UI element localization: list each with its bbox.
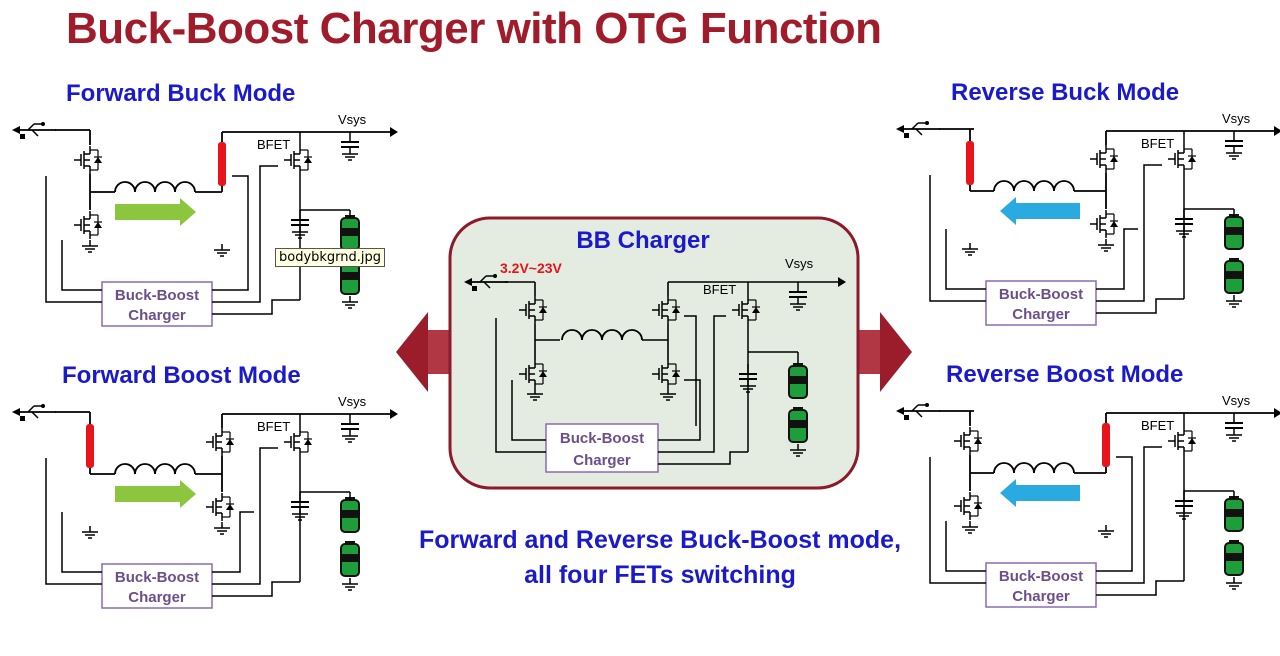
right-arrow-icon	[858, 312, 912, 392]
left-arrow-icon	[396, 312, 450, 392]
bfet-label: BFET	[1141, 418, 1174, 433]
charger-label-2: Charger	[1012, 306, 1070, 323]
vsys-label: Vsys	[1222, 393, 1251, 408]
vsys-label: Vsys	[338, 112, 367, 127]
center-bfet-label: BFET	[703, 282, 736, 297]
forward-boost-mode-label: Forward Boost Mode	[62, 362, 301, 389]
charger-label-1: Buck-Boost	[115, 569, 199, 586]
caption-line-1: Forward and Reverse Buck-Boost mode,	[418, 526, 902, 554]
center-charger-label-2: Charger	[573, 452, 631, 469]
bfet-label: BFET	[257, 137, 290, 152]
bfet-label: BFET	[257, 419, 290, 434]
charger-label-1: Buck-Boost	[115, 287, 199, 304]
bfet-label: BFET	[1141, 136, 1174, 151]
voltage-range-label: 3.2V~23V	[500, 260, 563, 276]
bb-charger-title: BB Charger	[576, 227, 709, 254]
vsys-label: Vsys	[1222, 111, 1251, 126]
page-title: Buck-Boost Charger with OTG Function	[66, 4, 882, 53]
filename-tooltip: bodybkgrnd.jpg	[275, 248, 386, 267]
charger-label-2: Charger	[1012, 588, 1070, 605]
reverse-buck-circuit: BFET Vsys Buck-Boost Charger	[895, 111, 1280, 326]
forward-buck-mode-label: Forward Buck Mode	[66, 80, 296, 107]
center-charger-label-1: Buck-Boost	[560, 430, 644, 447]
charger-label-1: Buck-Boost	[999, 568, 1083, 585]
forward-boost-circuit: BFET Vsys Buck-Boost Charger	[11, 394, 398, 609]
charger-label-2: Charger	[128, 589, 186, 606]
reverse-buck-mode-label: Reverse Buck Mode	[951, 79, 1180, 106]
reverse-boost-mode-label: Reverse Boost Mode	[946, 361, 1184, 388]
charger-label-2: Charger	[128, 307, 186, 324]
bb-charger-box: BB Charger 3.2V~23V Vsys BFET	[448, 216, 860, 490]
vsys-label: Vsys	[338, 394, 367, 409]
reverse-boost-circuit: BFET Vsys Buck-Boost Charger	[895, 393, 1280, 608]
forward-buck-circuit: BFET Vsys Buck-Boost Charger	[11, 112, 398, 327]
center-vsys-label: Vsys	[785, 256, 814, 271]
charger-label-1: Buck-Boost	[999, 286, 1083, 303]
caption-line-2: all four FETs switching	[524, 561, 796, 589]
